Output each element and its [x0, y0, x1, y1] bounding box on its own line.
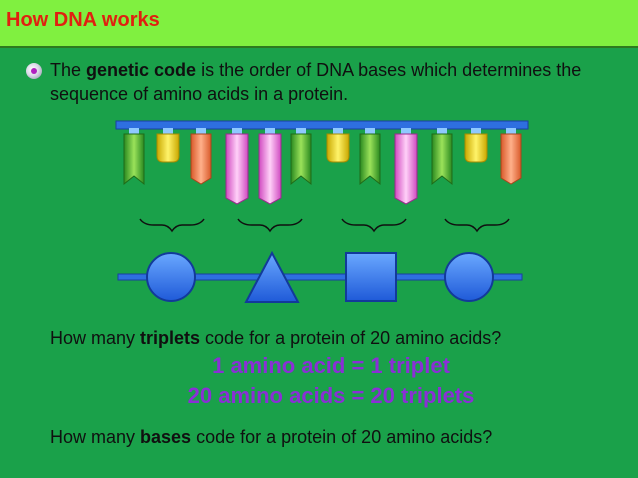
triplet-brace [139, 218, 205, 233]
base-connector [437, 128, 447, 134]
dna-base-pink [258, 133, 282, 205]
dna-base-yellow [156, 133, 180, 163]
intro-text-pre: The [50, 60, 87, 80]
amino-acid-triangle [244, 250, 300, 303]
triplet-brace [444, 218, 510, 233]
base-connector [129, 128, 139, 134]
base-connector [506, 128, 516, 134]
base-connector [265, 128, 275, 134]
question-bases: How many bases code for a protein of 20 … [50, 427, 492, 448]
question-triplets: How many triplets code for a protein of … [50, 328, 501, 349]
triplet-brace [237, 218, 303, 233]
bullet-icon [26, 63, 42, 79]
dna-base-pink [394, 133, 418, 205]
dna-base-green [123, 133, 145, 186]
protein-chain [117, 250, 523, 303]
dna-base-green [431, 133, 453, 186]
base-connector [471, 128, 481, 134]
base-connector [196, 128, 206, 134]
dna-base-pink [225, 133, 249, 205]
intro-text-bold: genetic code [86, 60, 197, 80]
intro-text-post: is the order of DNA bases which determin… [50, 60, 582, 104]
dna-base-green [359, 133, 381, 186]
dna-base-orange [190, 133, 212, 185]
base-connector [232, 128, 242, 134]
question-bases-bold: bases [140, 427, 192, 447]
dna-base-yellow [464, 133, 488, 163]
question-triplets-pre: How many [50, 328, 141, 348]
dna-base-yellow [326, 133, 350, 163]
amino-acid-square [345, 252, 397, 302]
amino-acid-circle [444, 252, 494, 302]
dna-bases [123, 128, 522, 205]
base-connector [163, 128, 173, 134]
base-connector [296, 128, 306, 134]
intro-paragraph: The genetic code is the order of DNA bas… [50, 58, 610, 106]
base-connector [401, 128, 411, 134]
title-bar: How DNA works [0, 0, 638, 48]
base-connector [333, 128, 343, 134]
answer-one-triplet: 1 amino acid = 1 triplet [212, 353, 450, 378]
question-bases-pre: How many [50, 427, 141, 447]
question-triplets-post: code for a protein of 20 amino acids? [200, 328, 502, 348]
base-connector [365, 128, 375, 134]
dna-base-orange [500, 133, 522, 185]
page-title: How DNA works [6, 9, 160, 31]
amino-acid-circle [146, 252, 196, 302]
dna-base-green [290, 133, 312, 186]
question-bases-post: code for a protein of 20 amino acids? [191, 427, 493, 447]
triplet-braces [139, 218, 510, 233]
dna-backbone [115, 120, 529, 130]
answer-twenty-triplets: 20 amino acids = 20 triplets [187, 383, 475, 408]
question-triplets-bold: triplets [140, 328, 201, 348]
triplet-brace [341, 218, 407, 233]
